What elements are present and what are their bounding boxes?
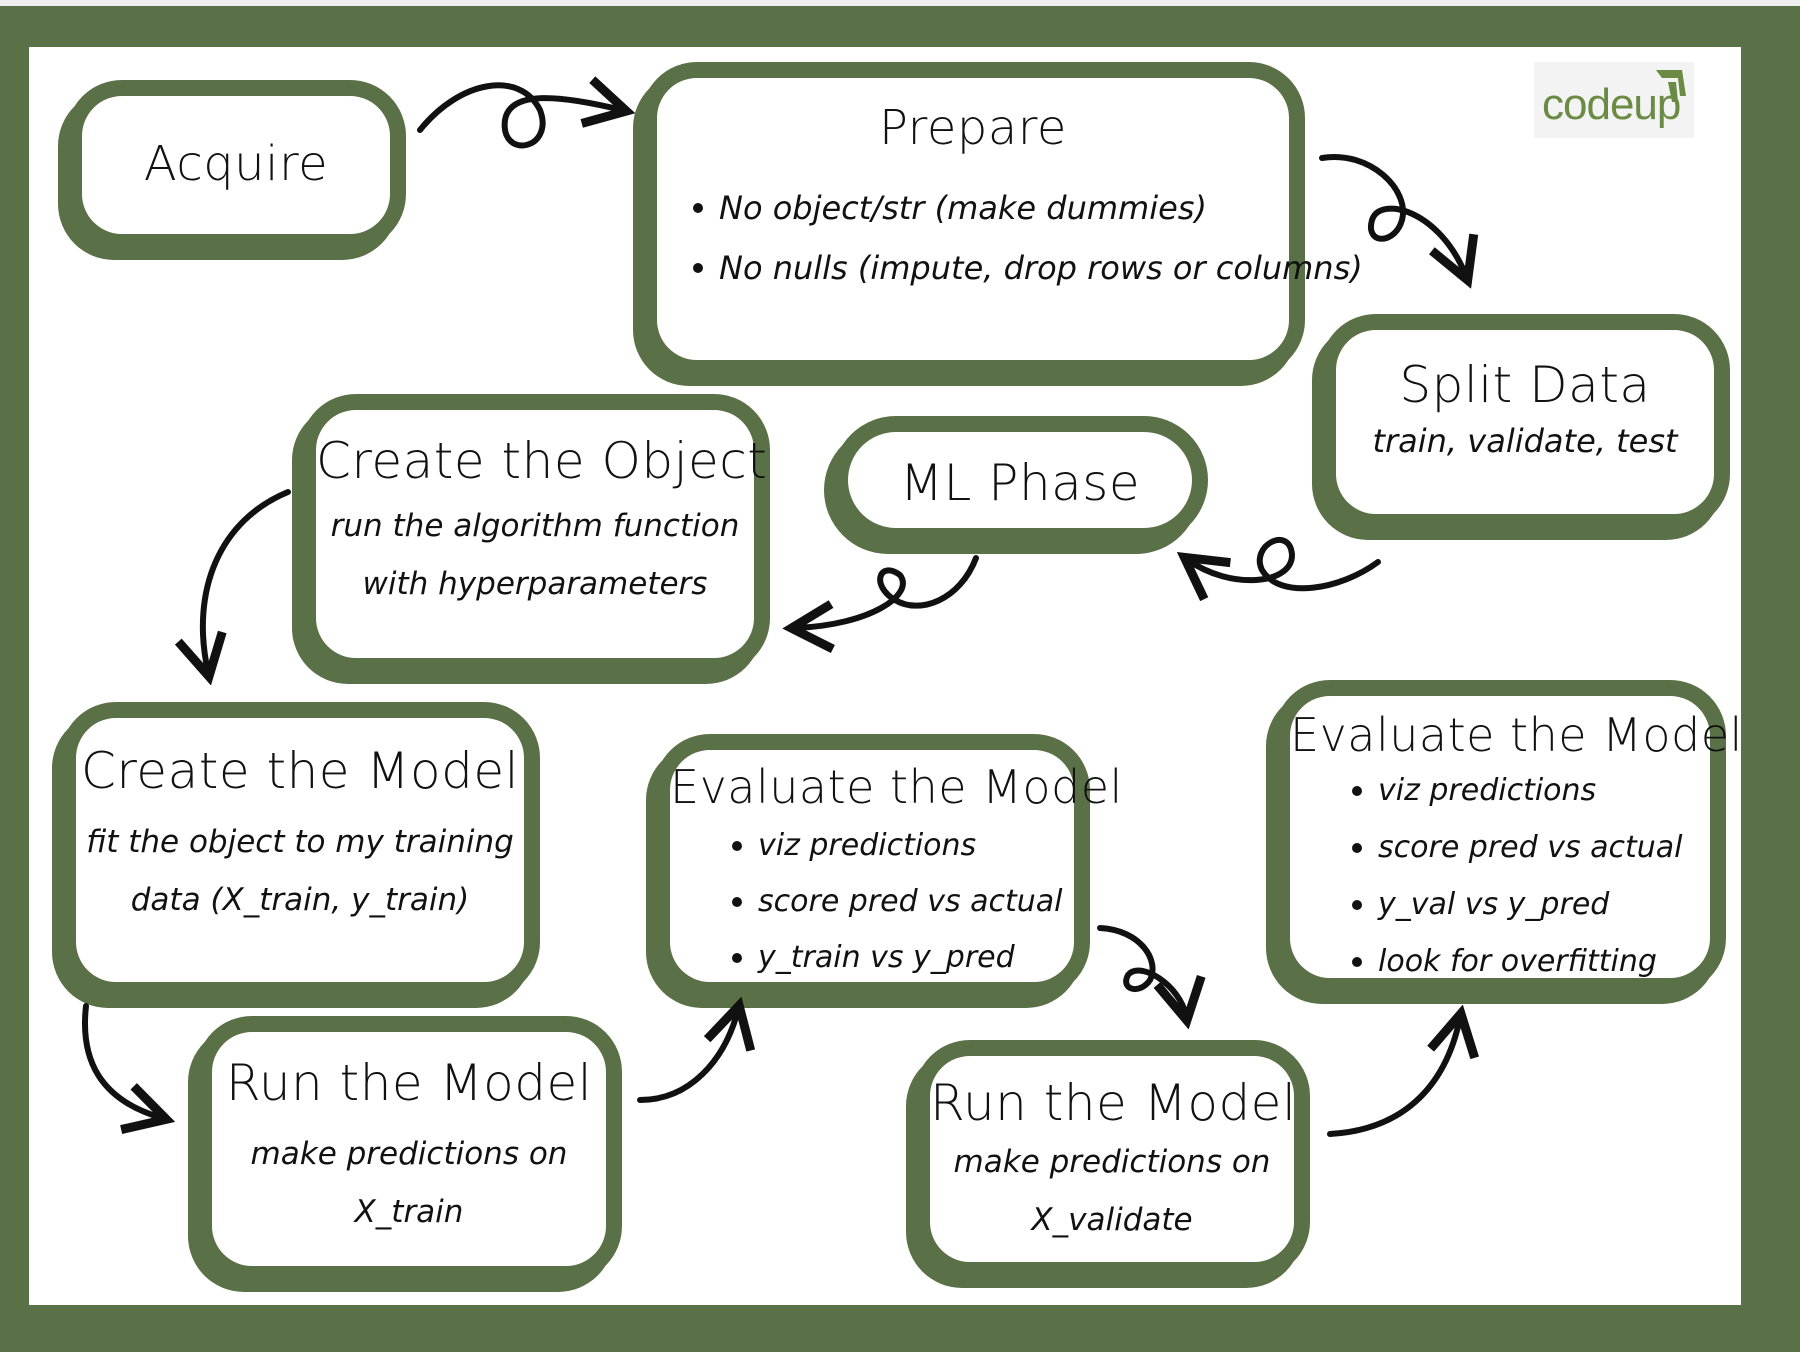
arrow-acquire-prepare [417, 85, 622, 149]
node-line: X_train [354, 1194, 464, 1230]
bullet-item: score pred vs actual [1348, 819, 1710, 876]
node-line: fit the object to my training [86, 824, 514, 860]
arrow-split-mlphase [1188, 536, 1381, 588]
node-title: Create the Object [316, 432, 768, 490]
node-title: Split Data [1399, 356, 1651, 414]
bullet-item: viz predictions [1348, 762, 1710, 819]
top-edge [0, 0, 1800, 6]
node-evaluate-train: Evaluate the Model viz predictions score… [654, 734, 1123, 998]
bullet-item: No nulls (impute, drop rows or columns) [689, 238, 1363, 298]
node-line: run the algorithm function [330, 508, 740, 544]
node-title: Evaluate the Model [1290, 708, 1743, 762]
node-title: Create the Model [80, 742, 520, 800]
arrow-evaluate-run-validate [1097, 925, 1186, 1016]
arrow-object-model [203, 489, 291, 672]
arrow-run-evaluate-train [637, 1010, 738, 1103]
codeup-logo: codeup [1534, 62, 1694, 138]
logo-text: codeup [1542, 80, 1681, 129]
bullet-item: score pred vs actual [728, 874, 1074, 930]
node-title: ML Phase [899, 454, 1141, 512]
bullet-item: look for overfitting [1348, 933, 1710, 990]
node-line: with hyperparameters [362, 566, 708, 602]
node-run-model-validate: Run the Model make predictions on X_vali… [914, 1040, 1310, 1278]
arrow-model-run-train [82, 1003, 162, 1118]
prepare-bullets: No object/str (make dummies) No nulls (i… [689, 178, 1363, 298]
node-line: make predictions on [250, 1136, 568, 1172]
arrow-run-evaluate-validate [1327, 1018, 1460, 1137]
bullet-item: viz predictions [728, 818, 1074, 874]
bullet-item: y_val vs y_pred [1348, 876, 1710, 933]
node-title: Evaluate the Model [670, 760, 1123, 814]
node-ml-phase: ML Phase [832, 416, 1208, 544]
node-create-object: Create the Object run the algorithm func… [300, 394, 770, 674]
node-evaluate-validate: Evaluate the Model viz predictions score… [1274, 680, 1743, 994]
node-subtitle: train, validate, test [1372, 422, 1678, 460]
bullet-item: y_train vs y_pred [728, 930, 1074, 986]
node-title: Run the Model [930, 1074, 1297, 1132]
logo-chevron-icon [1656, 70, 1686, 102]
node-split-data: Split Data train, validate, test [1320, 314, 1730, 530]
arrow-mlphase-object [796, 555, 979, 628]
node-line: data (X_train, y_train) [130, 882, 470, 918]
node-title: Prepare [879, 100, 1067, 156]
node-line: make predictions on [953, 1144, 1271, 1180]
node-run-model-train: Run the Model make predictions on X_trai… [196, 1016, 622, 1282]
node-title: Run the Model [225, 1054, 593, 1112]
node-prepare: Prepare No object/str (make dummies) No … [641, 62, 1363, 376]
bullet-item: No object/str (make dummies) [689, 178, 1289, 238]
node-acquire: Acquire [66, 80, 406, 250]
node-title: Acquire [143, 136, 329, 192]
node-create-model: Create the Model fit the object to my tr… [60, 702, 540, 998]
evaluate-validate-bullets: viz predictions score pred vs actual y_v… [1348, 762, 1710, 990]
evaluate-train-bullets: viz predictions score pred vs actual y_t… [728, 818, 1074, 986]
arrow-prepare-split [1319, 153, 1466, 276]
node-line: X_validate [1031, 1202, 1193, 1238]
